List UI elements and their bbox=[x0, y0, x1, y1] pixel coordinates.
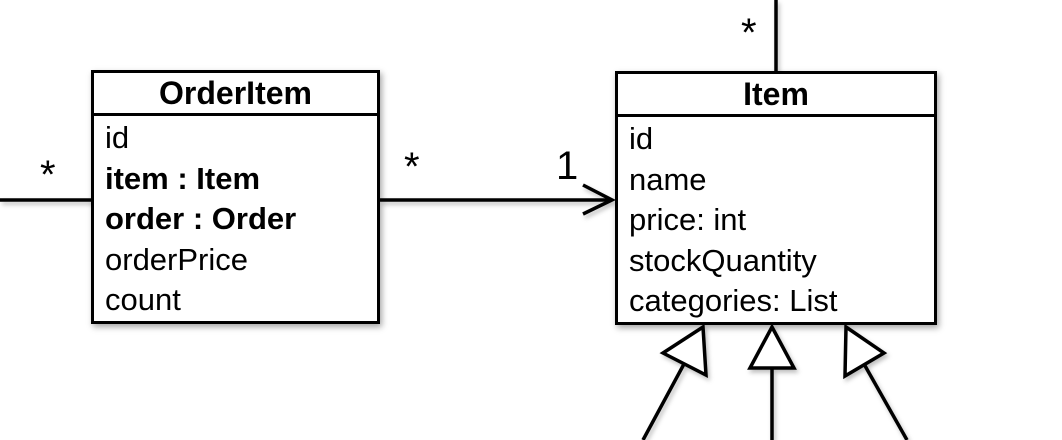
attr-orderitem-count: count bbox=[105, 282, 181, 317]
class-title-item: Item bbox=[618, 74, 934, 117]
class-title-orderitem: OrderItem bbox=[94, 73, 377, 116]
attr-item-id: id bbox=[629, 121, 654, 156]
attr-item-price: price: int bbox=[629, 202, 747, 237]
multiplicity-left-edge: * bbox=[40, 153, 56, 197]
attr-orderitem-id: id bbox=[105, 120, 130, 155]
generalization-line-right bbox=[862, 363, 909, 440]
attr-orderitem-orderprice: orderPrice bbox=[105, 241, 248, 277]
multiplicity-association-target: 1 bbox=[556, 144, 579, 188]
inheritance-triangle-middle-icon bbox=[747, 323, 797, 370]
multiplicity-top-edge: * bbox=[741, 11, 757, 55]
class-box-item: Item id name price: int stockQuantity ca… bbox=[615, 71, 937, 325]
attribute-list-orderitem: id item : Item order : Order orderPrice … bbox=[94, 116, 377, 321]
attr-item-name: name bbox=[629, 161, 707, 197]
attribute-list-item: id name price: int stockQuantity categor… bbox=[618, 117, 934, 322]
attr-item-stockquantity: stockQuantity bbox=[629, 242, 817, 278]
attr-item-categories: categories: List bbox=[629, 283, 838, 318]
multiplicity-association-source: * bbox=[404, 145, 420, 189]
attr-orderitem-order: order : Order bbox=[105, 201, 297, 236]
class-box-orderitem: OrderItem id item : Item order : Order o… bbox=[91, 70, 380, 324]
inheritance-triangle-right-icon bbox=[843, 323, 888, 380]
open-arrowhead-icon bbox=[582, 183, 616, 216]
attr-orderitem-item: item : Item bbox=[105, 160, 261, 196]
inheritance-triangle-left-icon bbox=[659, 323, 708, 378]
generalization-line-left bbox=[641, 363, 686, 440]
